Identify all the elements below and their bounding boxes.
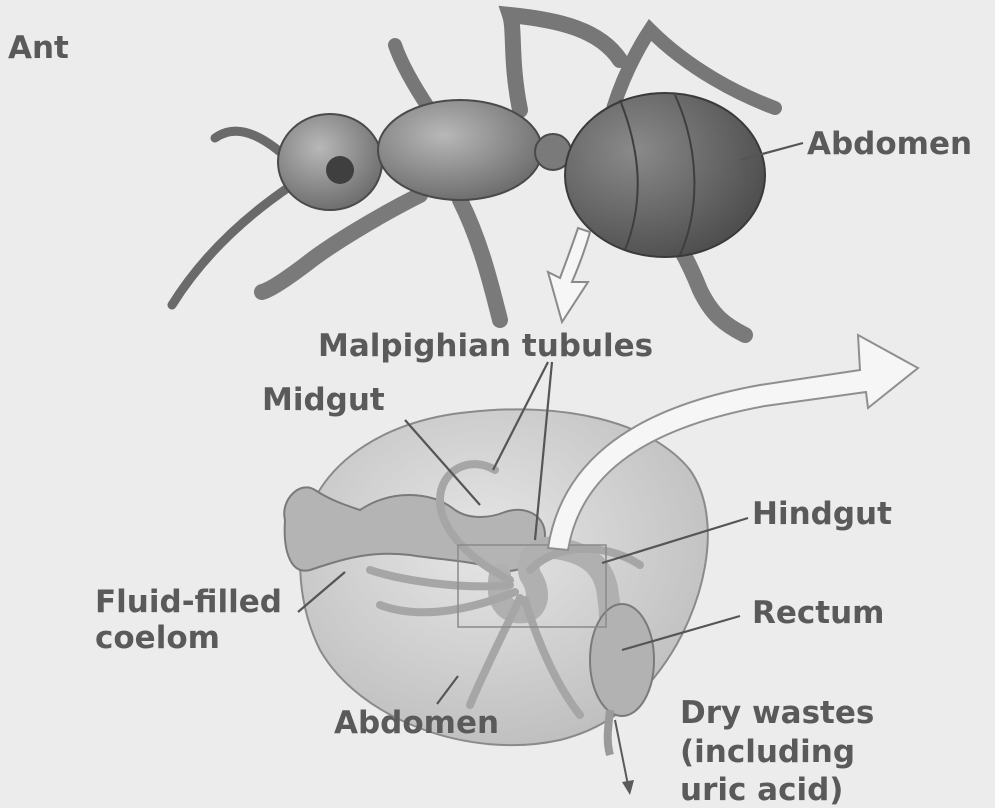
leg bbox=[510, 15, 620, 110]
zoom-arrow bbox=[548, 228, 590, 322]
waste-arrowhead bbox=[622, 780, 634, 795]
ant-eye bbox=[326, 156, 354, 184]
rectum-organ bbox=[590, 604, 654, 716]
label-fluid-filled: Fluid-filled bbox=[95, 584, 282, 620]
label-coelom: coelom bbox=[95, 620, 220, 656]
waste-arrow bbox=[615, 720, 628, 785]
label-abdomen-bottom: Abdomen bbox=[334, 705, 499, 741]
label-abdomen-top: Abdomen bbox=[807, 126, 972, 162]
ant-thorax bbox=[378, 100, 542, 200]
label-including: (including bbox=[680, 734, 855, 770]
label-ant: Ant bbox=[8, 30, 69, 66]
ant-illustration bbox=[172, 15, 775, 335]
leg bbox=[395, 45, 430, 110]
label-malpighian-tubules: Malpighian tubules bbox=[318, 328, 653, 364]
label-dry-wastes: Dry wastes bbox=[680, 695, 874, 731]
label-rectum: Rectum bbox=[752, 595, 884, 631]
anus-duct bbox=[608, 710, 610, 755]
label-hindgut: Hindgut bbox=[752, 496, 892, 532]
leg bbox=[460, 200, 500, 320]
abdomen-section bbox=[284, 409, 708, 755]
label-midgut: Midgut bbox=[262, 382, 385, 418]
label-uric-acid: uric acid) bbox=[680, 772, 843, 808]
ant-abdomen bbox=[565, 93, 765, 257]
